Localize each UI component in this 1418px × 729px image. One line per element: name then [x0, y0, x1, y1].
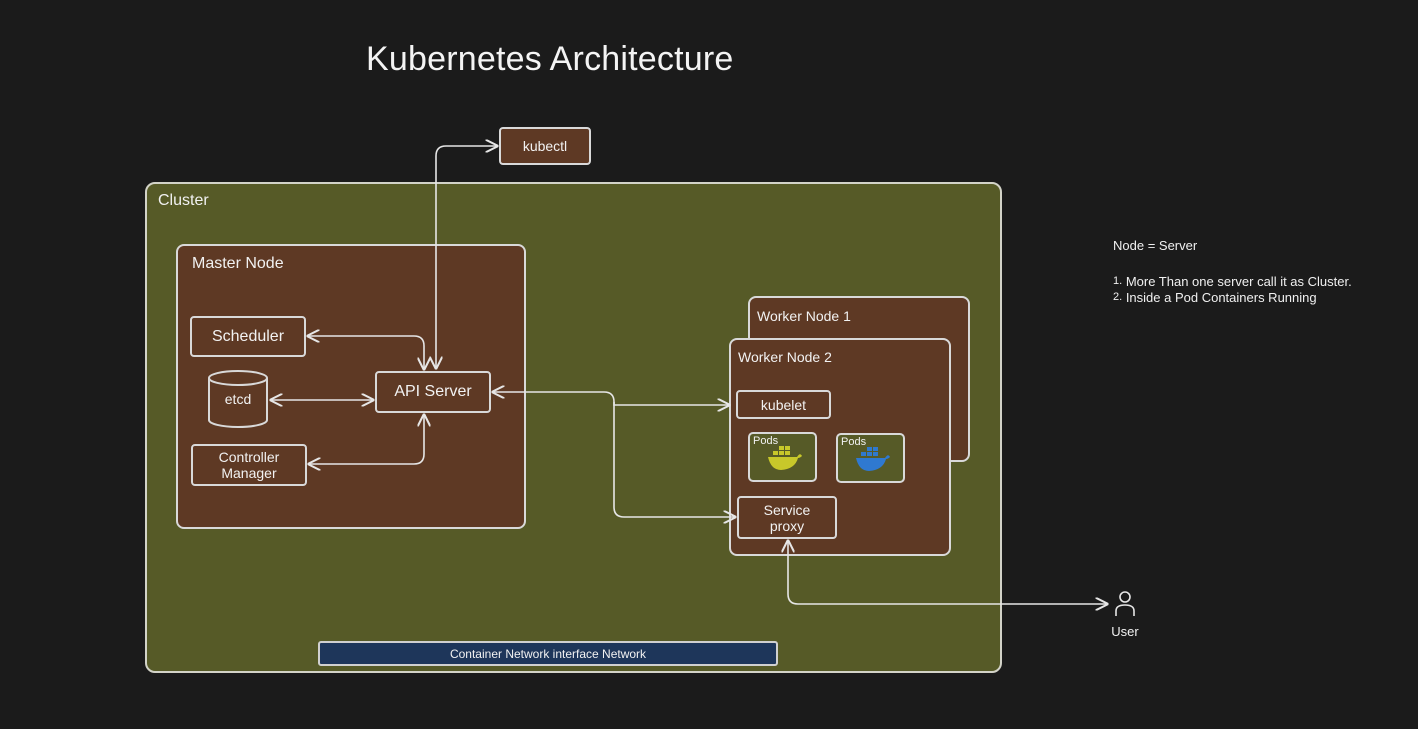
user-label: User	[1111, 624, 1139, 639]
note-item-1-text: More Than one server call it as Cluster.	[1125, 274, 1352, 289]
note-item-1-number: 1.	[1113, 275, 1123, 287]
worker-node-1-label: Worker Node 1	[757, 308, 851, 324]
note-item-2-number: 2.	[1113, 291, 1123, 303]
master-node-label: Master Node	[192, 255, 284, 272]
arrow-api-kubelet	[493, 392, 729, 405]
pod-1-box: Pods	[748, 432, 817, 482]
worker-node-2-label: Worker Node 2	[738, 349, 832, 365]
arrow-scheduler-api	[308, 336, 424, 369]
arrow-serviceproxy-user	[788, 541, 1107, 604]
service-proxy-box: Service proxy	[737, 496, 837, 539]
pod-2-box: Pods	[836, 433, 905, 483]
pod-1-label: Pods	[753, 435, 779, 447]
cni-network-bar: Container Network interface Network	[318, 641, 778, 666]
note-item-2-text: Inside a Pod Containers Running	[1125, 290, 1317, 305]
etcd-cylinder-icon	[208, 370, 268, 428]
pod-2-label: Pods	[841, 436, 867, 448]
diagram-title: Kubernetes Architecture	[366, 40, 734, 78]
docker-whale-icon	[856, 447, 890, 471]
user-actor: User	[1109, 590, 1141, 640]
cluster-label: Cluster	[158, 192, 209, 209]
user-icon	[1115, 591, 1135, 616]
kubectl-box: kubectl	[499, 127, 591, 165]
api-server-box: API Server	[375, 371, 491, 413]
arrow-api-kubectl	[436, 146, 497, 368]
controller-manager-box: Controller Manager	[191, 444, 307, 486]
etcd-label: etcd	[224, 391, 252, 407]
note-item-2: 2. Inside a Pod Containers Running	[1113, 290, 1317, 305]
arrow-api-serviceproxy	[613, 402, 735, 517]
kubelet-box: kubelet	[736, 390, 831, 419]
docker-whale-icon	[768, 446, 802, 470]
etcd-database: etcd	[207, 369, 269, 429]
arrow-cm-api	[309, 415, 424, 464]
scheduler-box: Scheduler	[190, 316, 306, 357]
note-item-1: 1. More Than one server call it as Clust…	[1113, 274, 1352, 289]
note-definition: Node = Server	[1113, 238, 1198, 253]
